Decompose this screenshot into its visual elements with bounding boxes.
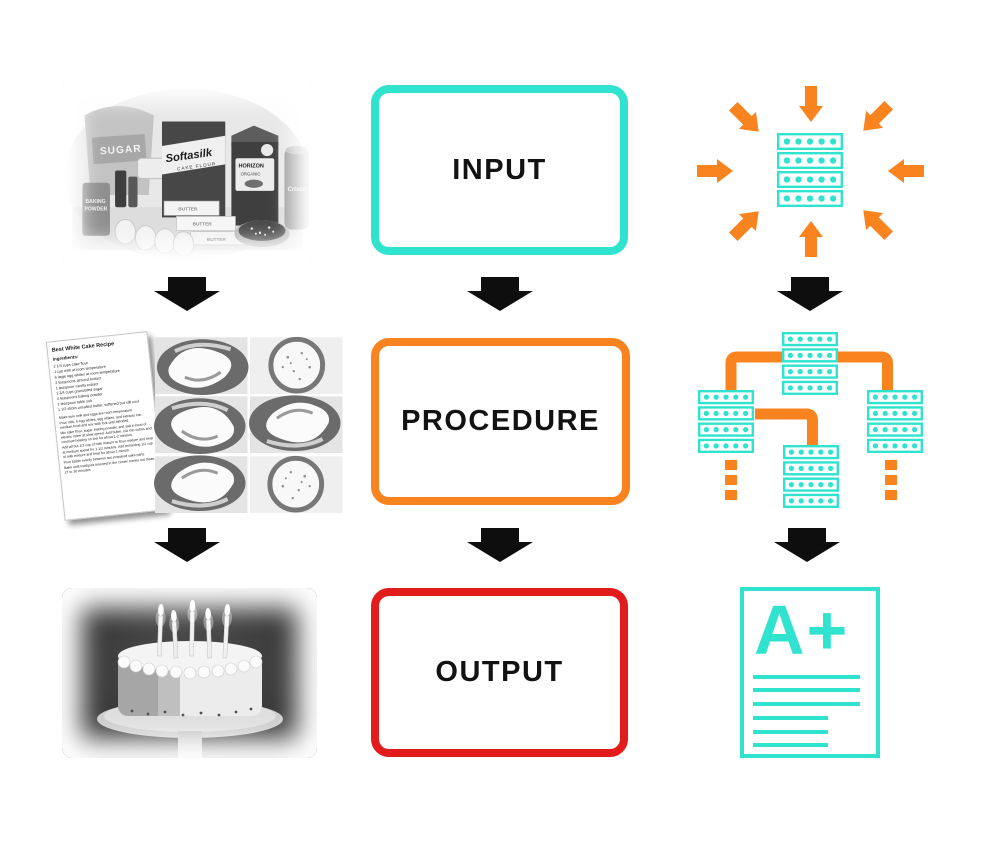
server-icon <box>867 390 923 454</box>
connector-right-elbow <box>838 351 893 390</box>
chocolate-chips-bowl <box>234 220 290 247</box>
eggs <box>114 218 195 257</box>
butter-sticks <box>163 200 251 246</box>
down-arrow-icon <box>467 277 533 311</box>
server-icon <box>698 390 754 454</box>
mixing-bowl-photo <box>152 394 250 457</box>
procedure-label: PROCEDURE <box>401 405 600 437</box>
down-arrow-icon <box>777 277 843 311</box>
mixing-bowl-photo <box>246 393 344 456</box>
process-photo-grid <box>152 335 344 515</box>
flour-type-label: CAKE FLOUR <box>177 161 217 171</box>
result-document: A+ <box>740 587 880 758</box>
milk-type-label: ORGANIC <box>241 172 261 177</box>
mixing-bowl-photo <box>152 452 250 515</box>
sugar-label: SUGAR <box>100 144 143 158</box>
down-arrow-icon <box>154 528 220 562</box>
milk-brand-label: HORIZON <box>239 163 264 169</box>
cake-pan-photo <box>250 456 343 513</box>
sugar-bag: SUGAR <box>84 106 154 195</box>
connector-left-elbow <box>725 351 782 390</box>
server-icon <box>782 332 838 396</box>
connector-middle-elbow <box>755 408 818 445</box>
recipe-card: Best White Cake Recipe Ingredients: 2 1/… <box>45 331 167 521</box>
input-box: INPUT <box>371 85 628 255</box>
dotted-tails <box>725 460 897 500</box>
down-arrow-icon <box>467 528 533 562</box>
inward-orange-arrows <box>697 86 924 257</box>
procedure-box: PROCEDURE <box>371 338 630 505</box>
cake-photo <box>62 588 317 758</box>
ingredients-photo: SUGAR BAKING POWDER Softasilk CAKE FLOUR <box>62 82 312 262</box>
shortening-label: Crisco <box>288 186 307 193</box>
recipe-photo: Best White Cake Recipe Ingredients: 2 1/… <box>45 328 345 523</box>
extract-bottles <box>115 170 138 208</box>
shortening-bottle: Crisco <box>284 145 309 230</box>
document-line <box>753 688 860 692</box>
server-icon <box>777 133 843 208</box>
document-line <box>753 743 828 747</box>
down-arrow-icon <box>154 277 220 311</box>
document-line <box>753 702 860 706</box>
cake-illustration <box>97 600 283 758</box>
butter-stick-labels: BUTTER BUTTER BUTTER <box>178 206 226 242</box>
procedure-network-graphic <box>688 325 935 520</box>
baking-powder-label-1: BAKING <box>85 199 105 205</box>
candles <box>155 600 232 659</box>
down-arrow-icon <box>774 528 840 562</box>
mixing-bowl-photo <box>153 335 251 397</box>
document-line <box>753 730 828 734</box>
baking-powder-can: BAKING POWDER <box>82 182 110 236</box>
butter-label-3: BUTTER <box>207 237 227 242</box>
mixing-bowl-photo <box>250 337 343 394</box>
ingredients-illustration: SUGAR BAKING POWDER Softasilk CAKE FLOUR <box>62 82 312 262</box>
document-line <box>753 716 828 720</box>
output-label: OUTPUT <box>435 656 564 688</box>
butter-label-2: BUTTER <box>193 222 213 227</box>
network-connectors <box>725 351 897 500</box>
server-icon <box>783 445 839 509</box>
output-box: OUTPUT <box>371 588 628 757</box>
recipe-instructions: Make sure milk and eggs are room tempera… <box>59 406 158 475</box>
milk-carton: HORIZON ORGANIC <box>231 125 279 226</box>
butter-label-1: BUTTER <box>178 206 198 211</box>
document-line <box>753 675 860 679</box>
input-label: INPUT <box>452 153 547 186</box>
grade-text: A+ <box>754 591 850 669</box>
baking-powder-label-2: POWDER <box>84 206 107 212</box>
input-convergence-graphic <box>688 83 932 261</box>
